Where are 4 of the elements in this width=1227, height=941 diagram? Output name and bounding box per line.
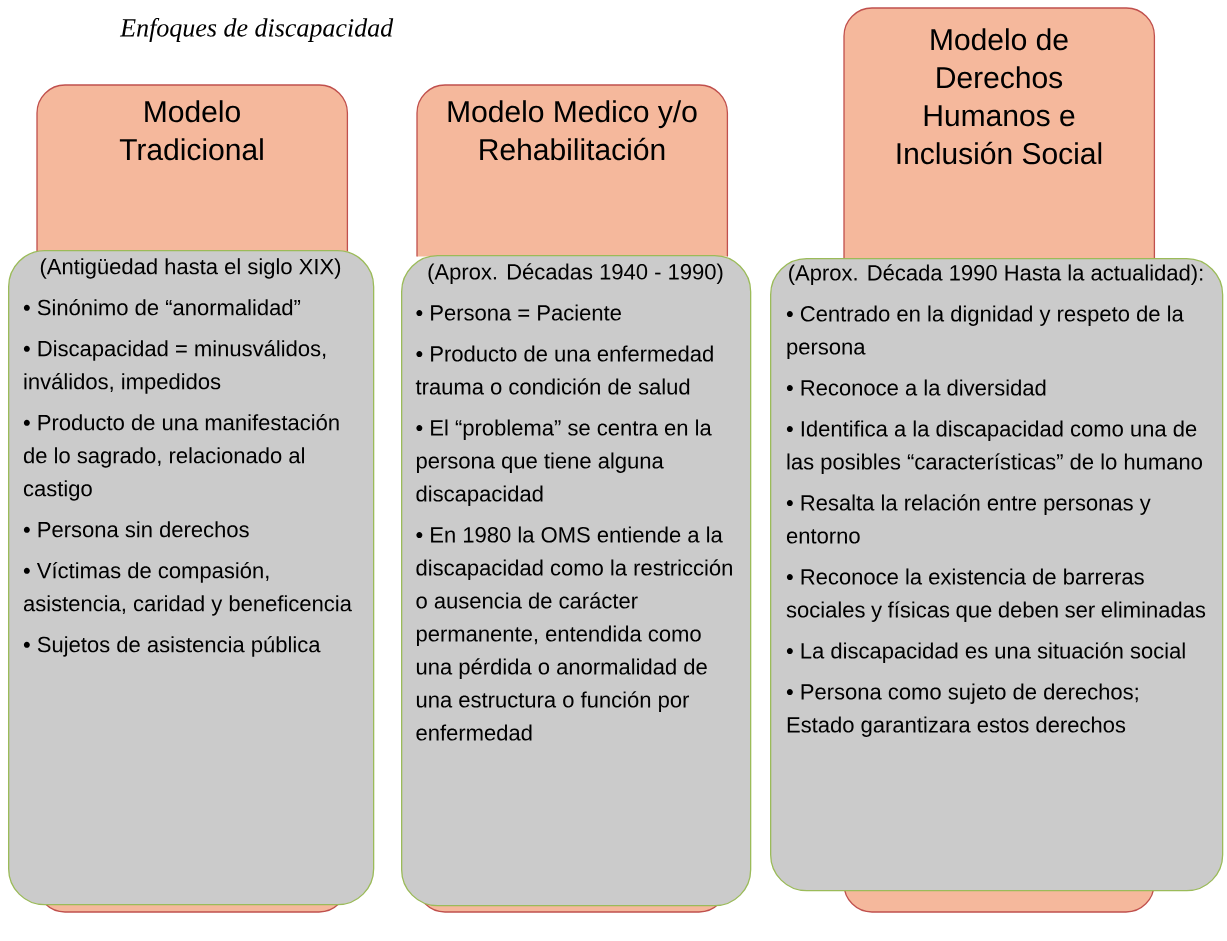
title: Enfoques de discapacidad <box>119 18 394 42</box>
info-box: (Aprox. Década 1990 Hasta la actualidad): • Centrado en la dignidad y respeto de la persona • Reconoce a la diversidad • Identifica a la discapacidad como una de las posibles “características” de lo humano • Resalta la relación entre personas y entorno • Reconoce la existencia de barreras sociales y físicas que deben ser eliminadas • La discapacidad es una situación social • Persona como sujeto de derechos; Estado garantizara estos derechos <box>770 258 1224 892</box>
info-box: (Antigüedad hasta el siglo XIX) • Sinónimo de “anormalidad” • Discapacidad = minusválidos, inválidos, impedidos • Producto de una manifestación de lo sagrado, relacionado al castigo • Persona sin derechos • Víctimas de compasión, asistencia, caridad y beneficencia • Sujetos de asistencia pública <box>8 250 375 906</box>
info-box: (Aprox. Décadas 1940 - 1990) • Persona = Paciente • Producto de una enfermedad trauma o condición de salud • El “problema” se centra en la persona que tiene alguna discapacidad • En 1980 la OMS entiende a la discapacidad como la restricción o ausencia de carácter permanente, entendida como una pérdida o anormalidad de una estructura o función por enfermedad <box>401 255 752 907</box>
